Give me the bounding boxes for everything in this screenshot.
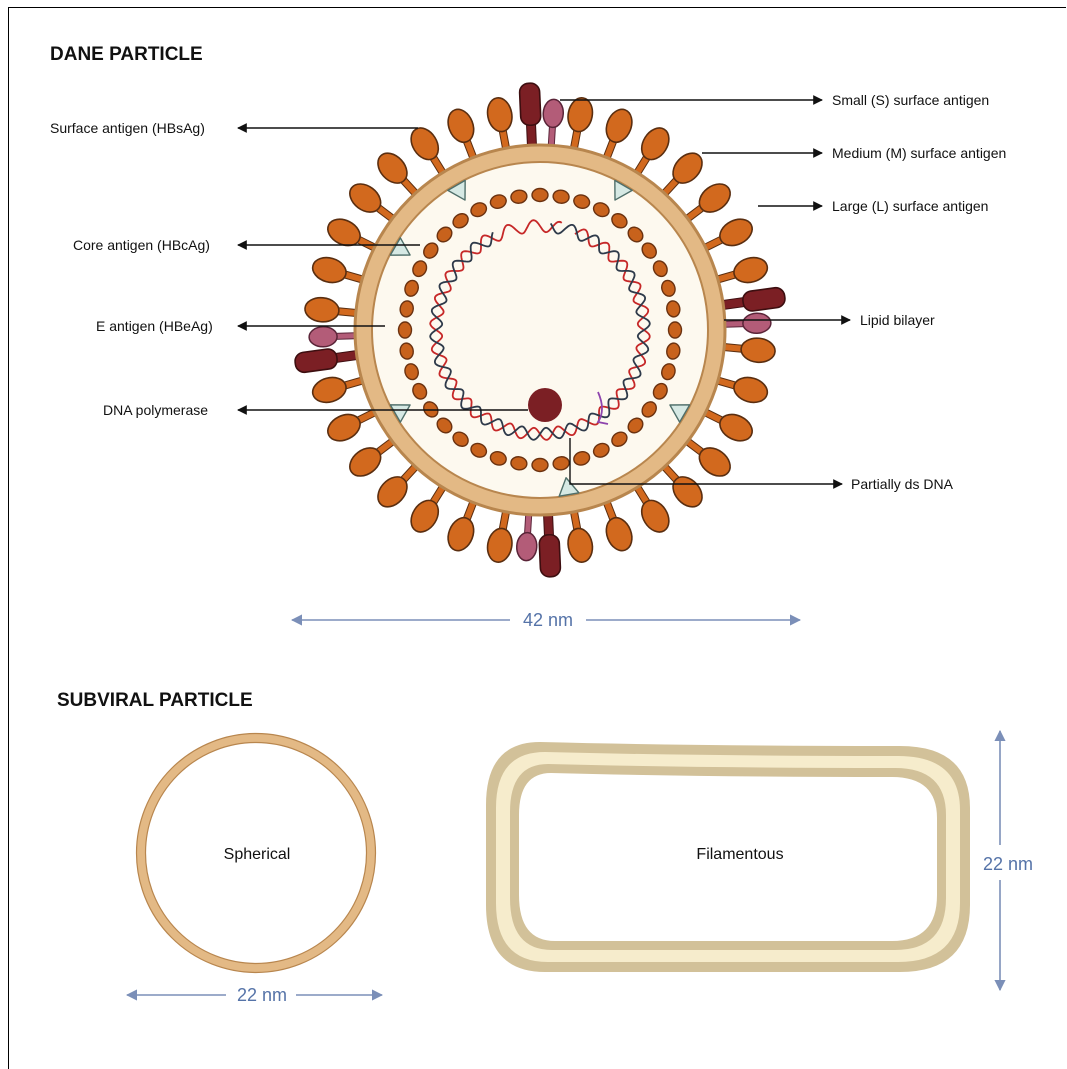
callout-large-antigen: Large (L) surface antigen — [758, 198, 988, 214]
capsid-bead — [399, 322, 412, 338]
callout-surface-antigen: Surface antigen (HBsAg) — [50, 120, 418, 136]
capsid-bead — [532, 189, 548, 202]
dane-particle-title: DANE PARTICLE — [50, 44, 203, 65]
filamentous-size-dimension: 22 nm — [983, 731, 1033, 990]
large-antigen-label: Large (L) surface antigen — [832, 198, 988, 214]
surface-antigen-spike — [304, 296, 361, 325]
lipid-bilayer-label: Lipid bilayer — [860, 312, 935, 328]
large-antigen-spike — [718, 287, 786, 316]
capsid-bead — [669, 322, 682, 338]
large-antigen-spike — [538, 510, 561, 577]
e-antigen-label: E antigen (HBeAg) — [96, 318, 213, 334]
dna-polymerase-dot — [528, 388, 562, 422]
callout-small-antigen: Small (S) surface antigen — [560, 92, 989, 108]
spherical-size-label: 22 nm — [237, 985, 287, 1005]
callout-core-antigen: Core antigen (HBcAg) — [73, 237, 420, 253]
core-antigen-label: Core antigen (HBcAg) — [73, 237, 210, 253]
filamentous-size-label: 22 nm — [983, 854, 1033, 874]
filamentous-label: Filamentous — [696, 846, 783, 863]
dna-polymerase-label: DNA polymerase — [103, 402, 208, 418]
surface-antigen-spike — [719, 335, 776, 364]
dane-particle — [294, 83, 786, 577]
capsid-bead — [532, 459, 548, 472]
large-antigen-spike — [294, 345, 362, 374]
large-antigen-spike — [519, 83, 542, 150]
virion-interior — [372, 162, 708, 498]
dane-size-dimension: 42 nm — [292, 610, 800, 630]
callout-medium-antigen: Medium (M) surface antigen — [702, 145, 1006, 161]
dane-size-label: 42 nm — [523, 610, 573, 630]
spherical-size-dimension: 22 nm — [127, 985, 382, 1005]
filamentous-particle: Filamentous — [486, 742, 970, 972]
callout-e-antigen: E antigen (HBeAg) — [96, 318, 385, 334]
subviral-particle-title: SUBVIRAL PARTICLE — [57, 690, 253, 711]
medium-antigen-label: Medium (M) surface antigen — [832, 145, 1006, 161]
small-antigen-label: Small (S) surface antigen — [832, 92, 989, 108]
small-antigen-spike — [516, 510, 539, 561]
surface-antigen-label: Surface antigen (HBsAg) — [50, 120, 205, 136]
small-antigen-spike — [541, 99, 564, 150]
small-antigen-spike — [721, 313, 772, 335]
spherical-label: Spherical — [224, 846, 291, 863]
small-antigen-spike — [309, 326, 360, 348]
partial-dna-label: Partially ds DNA — [851, 476, 954, 492]
spherical-particle: Spherical — [137, 734, 376, 973]
